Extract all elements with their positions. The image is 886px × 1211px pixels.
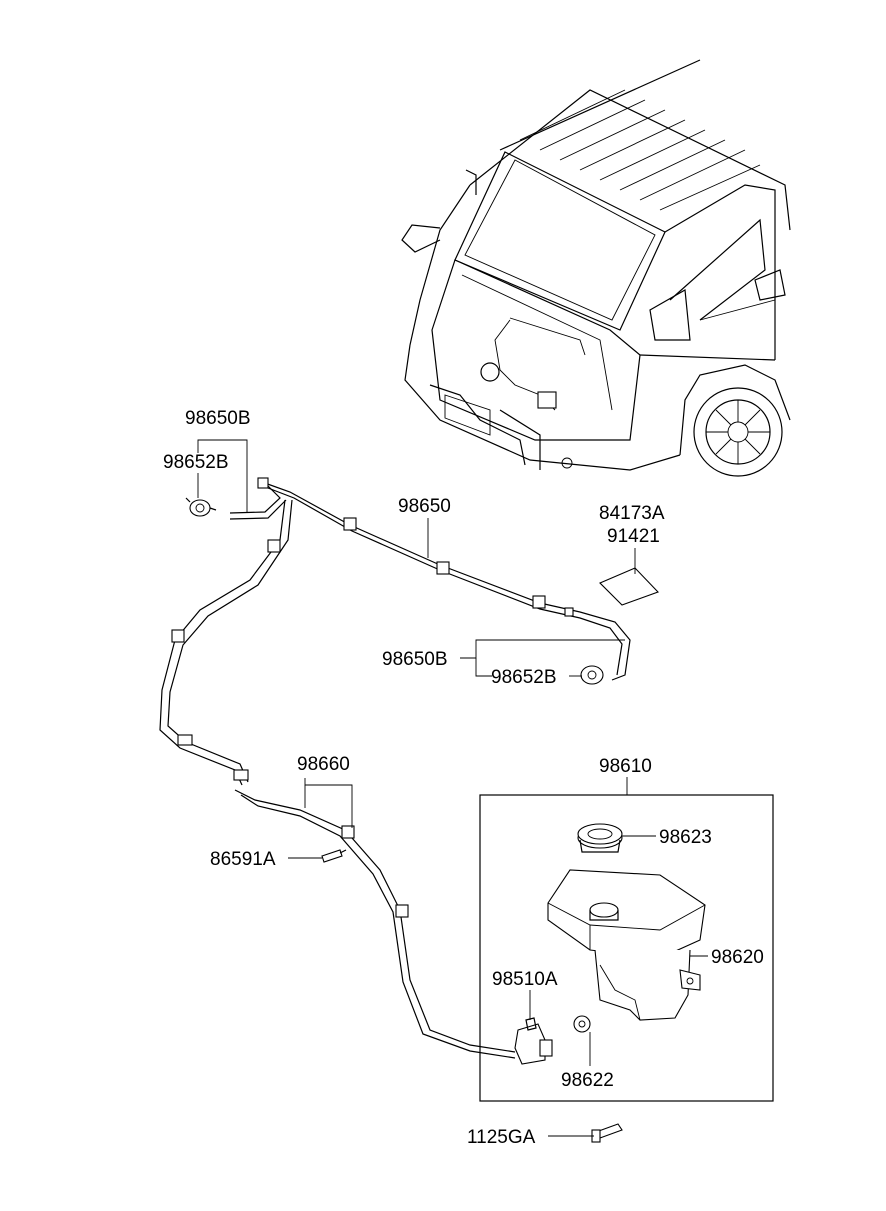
vehicle-illustration xyxy=(401,59,791,477)
clip-screw xyxy=(321,849,347,863)
mat-pad xyxy=(599,567,659,606)
label-98650: 98650 xyxy=(398,496,451,517)
part-labels: 98650B 98652B 98650 84173A 91421 98650B … xyxy=(163,408,764,1148)
hose-joint-right xyxy=(580,665,604,685)
grommet xyxy=(573,1015,591,1033)
reservoir-assembly xyxy=(479,794,774,1102)
hose-joint-top xyxy=(185,497,217,517)
label-98652B-right: 98652B xyxy=(491,667,557,688)
reservoir-tank xyxy=(547,869,706,1021)
label-98623: 98623 xyxy=(659,827,712,848)
leader-lines xyxy=(197,439,708,1137)
label-91421: 91421 xyxy=(607,526,660,547)
label-84173A: 84173A xyxy=(599,503,665,524)
bolt xyxy=(591,1123,623,1143)
label-98510A: 98510A xyxy=(492,969,558,990)
reservoir-cap xyxy=(577,823,623,853)
label-98610: 98610 xyxy=(599,756,652,777)
washer-hose-network xyxy=(159,477,631,1059)
label-86591A: 86591A xyxy=(210,849,276,870)
label-98622: 98622 xyxy=(561,1070,614,1091)
label-1125GA: 1125GA xyxy=(467,1127,536,1148)
label-98650B-right: 98650B xyxy=(382,649,448,670)
label-98652B-top: 98652B xyxy=(163,452,229,473)
label-98620: 98620 xyxy=(711,947,764,968)
label-98650B-top: 98650B xyxy=(185,408,251,429)
label-98660: 98660 xyxy=(297,754,350,775)
washer-pump xyxy=(514,1017,553,1065)
